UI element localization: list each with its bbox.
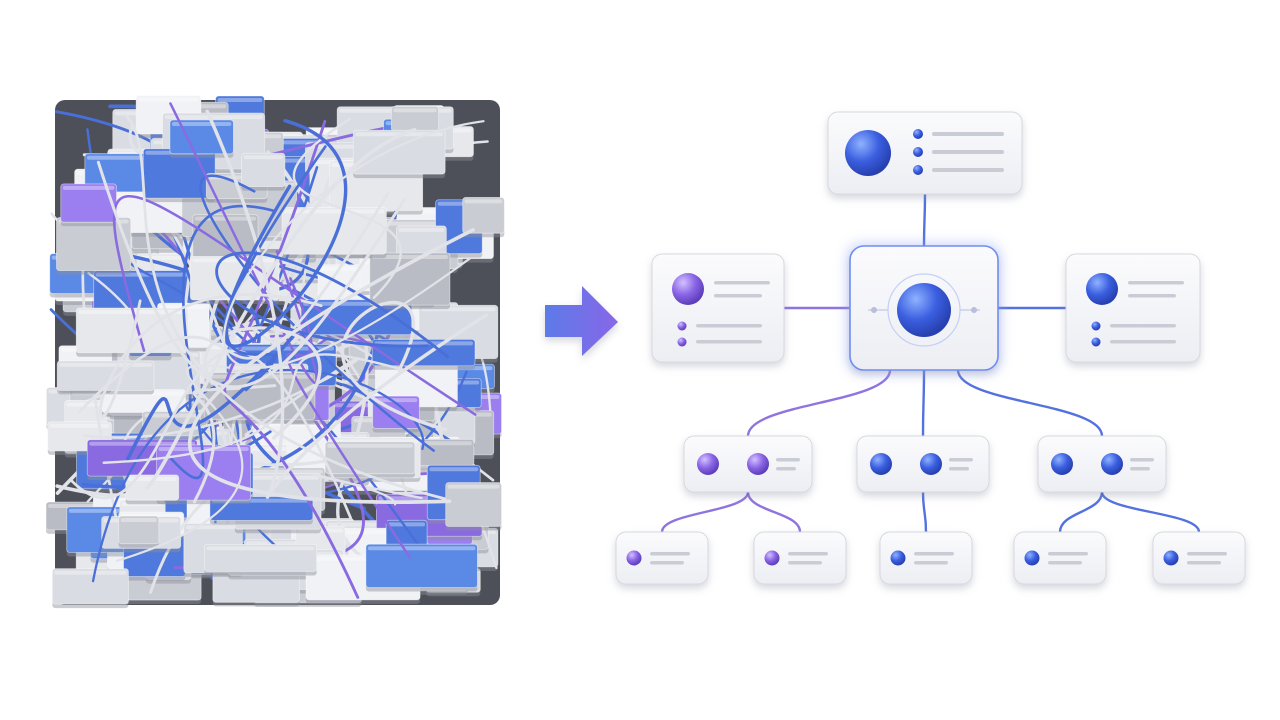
circle-dot-icon [913,129,923,139]
cluster-block [352,129,446,179]
cluster-wire [102,353,407,464]
circle-dot-icon [672,273,704,305]
node-left[interactable] [651,253,785,363]
cluster-wire [225,145,327,392]
circle-dot-icon [897,283,951,337]
node-mid-2[interactable] [856,435,990,493]
cluster-block [241,152,286,191]
node-card [1013,531,1107,585]
cluster-block [365,543,478,592]
hierarchy-edges [660,193,1201,533]
cluster-wire [222,120,485,369]
node-leaf-2[interactable] [753,531,847,585]
cluster-block [369,252,451,310]
cluster-wire [313,473,423,506]
node-card [753,531,847,585]
tangled-block-cluster [45,95,505,609]
right-arrow-icon [545,286,618,356]
circle-dot-icon [677,337,687,347]
node-center[interactable] [846,242,1002,374]
node-right[interactable] [1065,253,1201,363]
circle-dot-icon [697,453,719,475]
edge-mid-2-leaf-3 [921,491,928,533]
node-card [1152,531,1246,585]
circle-dot-icon [1024,550,1040,566]
node-card [1065,253,1201,363]
circle-dot-icon [1163,550,1179,566]
edge-center-mid-2 [921,369,926,437]
cluster-wire [115,364,244,562]
cluster-block [415,438,475,470]
circle-dot-icon [920,453,942,475]
cluster-block [445,482,502,531]
circle-dot-icon [845,130,891,176]
circle-dot-icon [870,453,892,475]
circle-dot-icon [913,165,923,175]
cluster-wire [292,117,402,299]
edge-mid-1-leaf-2 [746,491,802,533]
circle-dot-icon [1086,273,1118,305]
node-leaf-5[interactable] [1152,531,1246,585]
circle-dot-icon [890,550,906,566]
node-card [615,531,709,585]
circle-dot-icon [1091,321,1101,331]
cluster-wire [166,204,276,480]
cluster-block [56,217,132,275]
node-card [651,253,785,363]
edge-mid-3-leaf-4 [1058,491,1104,533]
cluster-wire [69,349,352,520]
node-mid-3[interactable] [1037,435,1167,493]
cluster-wire [199,174,435,452]
circle-dot-icon [626,550,642,566]
node-card [879,531,973,585]
circle-dot-icon [1091,337,1101,347]
cluster-wire [96,160,407,389]
edge-mid-3-leaf-5 [1100,491,1201,533]
circle-dot-icon [913,147,923,157]
edge-center-mid-1 [746,369,892,437]
node-mid-1[interactable] [683,435,813,493]
cluster-block [56,360,155,395]
circle-dot-icon [1101,453,1123,475]
cluster-block [390,106,440,136]
cluster-wire [203,326,322,440]
cluster-block [125,474,180,505]
circle-dot-icon [764,550,780,566]
edge-center-mid-3 [956,369,1104,437]
cluster-block [324,441,416,478]
cluster-wire [222,118,348,348]
edge-mid-1-leaf-1 [660,491,750,533]
cluster-wire [78,192,390,413]
edge-top-center [922,193,927,247]
cluster-block [60,183,117,227]
node-leaf-3[interactable] [879,531,973,585]
node-leaf-4[interactable] [1013,531,1107,585]
node-leaf-1[interactable] [615,531,709,585]
circle-dot-icon [1051,453,1073,475]
cluster-block [156,444,252,505]
cluster-block [118,515,160,548]
cluster-block [51,568,129,609]
hierarchy-nodes [615,111,1246,585]
cluster-wire [215,251,450,359]
cluster-block [204,543,318,576]
circle-dot-icon [677,321,687,331]
node-top[interactable] [827,111,1023,195]
circle-dot-icon [747,453,769,475]
